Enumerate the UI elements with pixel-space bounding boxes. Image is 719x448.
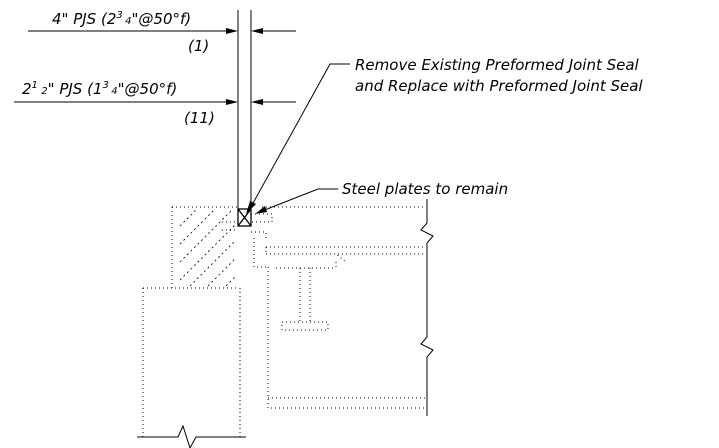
pjs-4-arrow-right (251, 28, 263, 34)
pjs-2-5-label: " PJS (1 (48, 80, 103, 98)
pjs-2-5-lead-den: 2 (41, 86, 47, 97)
remove-note-leader (251, 63, 350, 206)
right-break-line (420, 199, 434, 416)
pjs-2-5-lead-slash: / (37, 80, 43, 91)
left-abutment (137, 206, 246, 448)
pjs-4-frac-den: 4 (125, 16, 131, 27)
svg-text:4" PJS (23/4"@50°f): 4" PJS (23/4"@50°f) (52, 10, 191, 28)
pjs-4-label-tail: "@50°f) (132, 10, 192, 28)
pjs-4-frac-slash: / (121, 10, 127, 21)
pjs-2-5-lead-num: 1 (32, 80, 38, 91)
pjs-2-5-label-tail: "@50°f) (118, 80, 178, 98)
callout-steel-plates: Steel plates to remain (255, 180, 508, 214)
joint-seal-symbol (237, 208, 252, 227)
steel-plates-leader (261, 188, 338, 212)
callout-pjs-4: 4" PJS (23/4"@50°f) (1) (28, 10, 296, 55)
callout-remove-replace: Remove Existing Preformed Joint Seal and… (246, 56, 643, 214)
pjs-2-5-frac-slash: / (107, 80, 113, 91)
right-superstructure (253, 206, 425, 409)
steel-plates-arrow (255, 206, 267, 214)
pjs-2-5-frac-num: 3 (103, 80, 109, 91)
pjs-2-5-arrow-left (226, 99, 238, 105)
steel-plates (222, 213, 273, 238)
steel-plates-note: Steel plates to remain (342, 180, 508, 198)
pjs-2-5-lead: 2 (22, 80, 32, 98)
pjs-4-arrow-left (226, 28, 238, 34)
pjs-2-5-frac-den: 4 (111, 86, 117, 97)
pjs-2-5-ref: (11) (184, 109, 215, 127)
remove-note-line2: and Replace with Preformed Joint Seal (355, 77, 643, 95)
pjs-4-label: 4" PJS (2 (52, 10, 116, 28)
pjs-4-frac-num: 3 (116, 10, 122, 21)
hatched-backwall (179, 209, 237, 287)
remove-note-line1: Remove Existing Preformed Joint Seal (355, 56, 640, 74)
callout-pjs-2-5: 21/2" PJS (13/4"@50°f) (11) (14, 80, 296, 127)
remove-note-arrow (246, 201, 256, 214)
svg-text:21/2" PJS (13/4"@50°f): 21/2" PJS (13/4"@50°f) (22, 80, 177, 98)
left-break-line (137, 424, 246, 448)
pjs-4-ref: (1) (188, 37, 209, 55)
pjs-2-5-arrow-right (251, 99, 263, 105)
